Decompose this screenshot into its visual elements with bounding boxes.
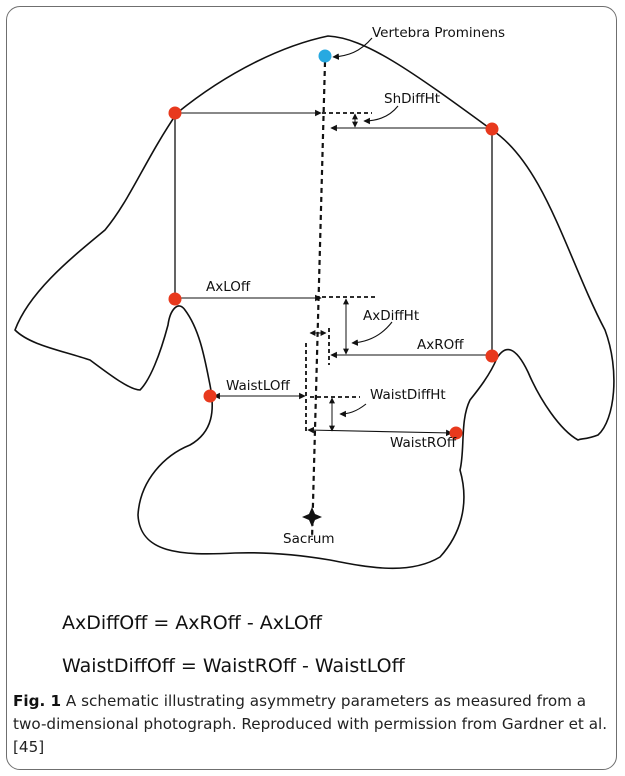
vertebra-pointer xyxy=(332,37,373,60)
waist-diff-off-formula: WaistDiffOff = WaistROff - WaistLOff xyxy=(62,655,405,677)
ax-diff-off-formula: AxDiffOff = AxROff - AxLOff xyxy=(62,612,322,634)
right-waist-landmark xyxy=(449,426,463,440)
midline-dashed xyxy=(310,61,327,541)
sacrum-marker xyxy=(302,507,322,527)
left-waist-landmark xyxy=(203,389,217,403)
ax-l-off-label: AxLOff xyxy=(206,279,251,295)
waist-r-off-arrow xyxy=(307,426,453,437)
torso-outline xyxy=(14,35,615,570)
vertebra-prominens-label: Vertebra Prominens xyxy=(372,25,505,41)
left-axilla-landmark xyxy=(168,292,182,306)
left-shoulder-landmark xyxy=(168,106,182,120)
waist-l-off-label: WaistLOff xyxy=(226,378,291,394)
right-axilla-landmark xyxy=(485,349,499,363)
sh-diff-ht-pointer xyxy=(363,105,399,125)
figure-frame xyxy=(6,6,617,770)
sh-diff-ht-label: ShDiffHt xyxy=(384,91,440,107)
vertebra-prominens-marker xyxy=(318,49,332,63)
figure-caption: Fig. 1 A schematic illustrating asymmetr… xyxy=(13,690,608,759)
ax-r-off-label: AxROff xyxy=(417,337,464,353)
waist-diff-ht-pointer xyxy=(339,403,367,418)
ax-diff-ht-pointer xyxy=(351,321,393,346)
ax-diff-ht-label: AxDiffHt xyxy=(363,308,419,324)
waist-diff-ht-label: WaistDiffHt xyxy=(370,387,446,403)
right-shoulder-landmark xyxy=(485,122,499,136)
sacrum-label: Sacrum xyxy=(283,531,335,547)
caption-text: A schematic illustrating asymmetry param… xyxy=(13,692,608,756)
waist-r-off-label: WaistROff xyxy=(390,435,457,451)
caption-label: Fig. 1 xyxy=(13,692,62,710)
